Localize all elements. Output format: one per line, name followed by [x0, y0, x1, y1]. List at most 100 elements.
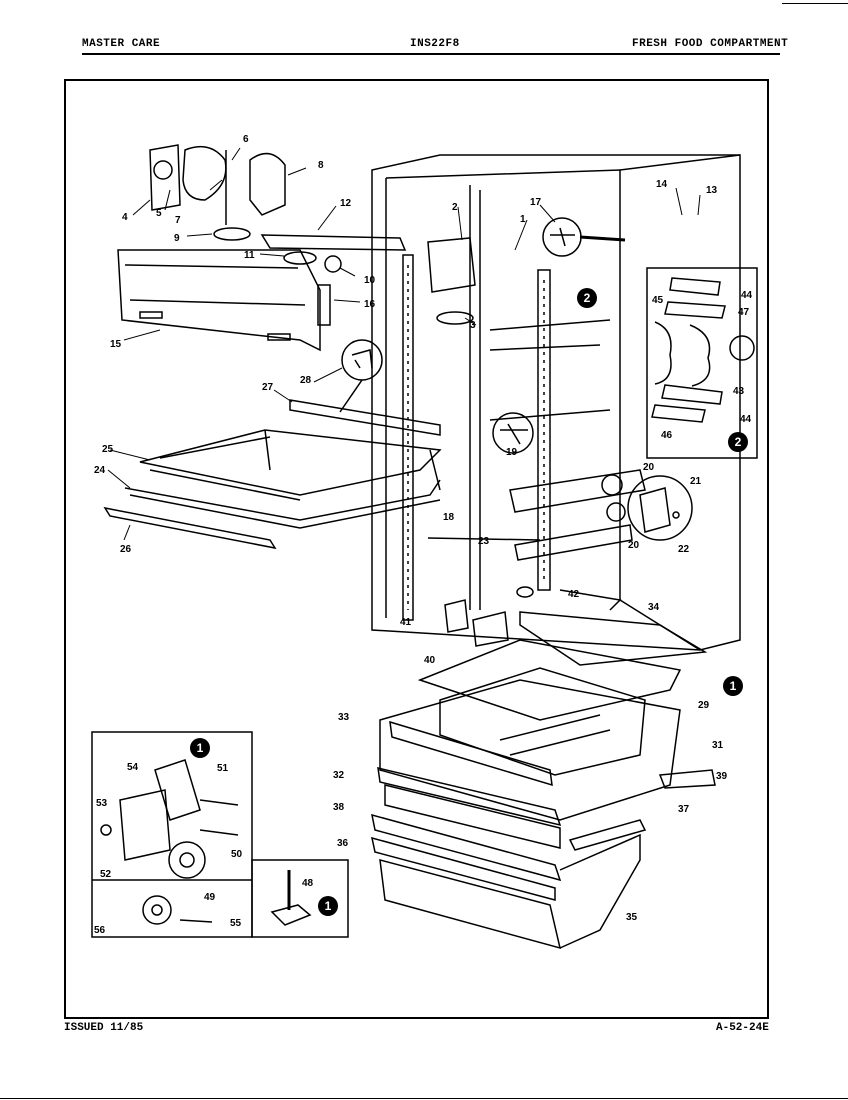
callout-1: 1	[318, 896, 338, 916]
detail-circle-21	[627, 475, 693, 541]
part-label-7: 7	[175, 215, 181, 226]
part-label-26: 26	[120, 544, 132, 555]
callout-1: 1	[190, 738, 210, 758]
part-label-20: 20	[628, 540, 640, 551]
lower-drawer	[371, 813, 641, 950]
part-label-4: 4	[122, 212, 128, 223]
part-label-11: 11	[244, 250, 255, 261]
part-label-9: 9	[174, 233, 180, 244]
part-label-12: 12	[340, 198, 352, 209]
footer-page-code: A-52-24E	[716, 1022, 769, 1034]
shelf-assembly	[103, 399, 442, 550]
part-label-17: 17	[530, 197, 542, 208]
footer-issue-date: ISSUED 11/85	[64, 1022, 144, 1034]
callout-1: 1	[723, 676, 743, 696]
callout-2: 2	[577, 288, 597, 308]
lower-supports	[444, 586, 622, 647]
part-label-38: 38	[333, 802, 345, 813]
svg-text:2: 2	[735, 435, 742, 449]
detail-circle-28	[339, 339, 383, 413]
part-label-37: 37	[678, 804, 690, 815]
svg-text:1: 1	[197, 741, 204, 755]
cabinet-liner	[371, 154, 741, 651]
part-label-8: 8	[318, 160, 324, 171]
light-shield	[117, 249, 331, 352]
part-label-25: 25	[102, 444, 114, 455]
part-label-35: 35	[626, 912, 638, 923]
part-label-5: 5	[156, 208, 162, 219]
part-label-50: 50	[231, 849, 243, 860]
part-label-42: 42	[568, 589, 580, 600]
part-label-51: 51	[217, 763, 229, 774]
leader-lines	[107, 147, 701, 541]
part-label-18: 18	[443, 512, 455, 523]
part-label-41: 41	[400, 617, 412, 628]
part-label-27: 27	[262, 382, 274, 393]
part-label-1: 1	[520, 214, 526, 225]
part-label-28: 28	[300, 375, 312, 386]
roller-assembly	[427, 469, 646, 561]
corner-rule	[782, 3, 848, 4]
part-label-21: 21	[690, 476, 702, 487]
diagram-frame	[64, 79, 769, 1019]
part-label-48: 48	[302, 878, 314, 889]
part-label-46: 46	[661, 430, 673, 441]
part-label-40: 40	[424, 655, 436, 666]
svg-text:1: 1	[730, 679, 737, 693]
shelf-rail	[402, 254, 414, 621]
part-label-44: 44	[741, 290, 753, 301]
part-label-23: 23	[478, 536, 490, 547]
part-label-15: 15	[110, 339, 122, 350]
part-label-54: 54	[127, 762, 139, 773]
control-housing	[149, 144, 286, 241]
part-label-20: 20	[643, 462, 655, 473]
part-label-31: 31	[712, 740, 724, 751]
roller-inset-panel	[91, 731, 253, 938]
part-label-39: 39	[716, 771, 728, 782]
leveler-inset-panel	[251, 859, 349, 938]
part-label-45: 45	[652, 295, 664, 306]
part-label-43: 43	[733, 386, 745, 397]
crisper-cover	[417, 611, 708, 721]
part-label-49: 49	[204, 892, 216, 903]
part-label-19: 19	[506, 447, 518, 458]
part-label-56: 56	[94, 925, 106, 936]
part-label-52: 52	[100, 869, 112, 880]
part-label-53: 53	[96, 798, 108, 809]
thermostat	[427, 237, 476, 325]
crisper-pan	[379, 667, 681, 821]
part-label-44: 44	[740, 414, 752, 425]
part-label-16: 16	[364, 299, 376, 310]
part-label-3: 3	[470, 320, 476, 331]
header-model: INS22F8	[410, 38, 460, 50]
part-label-36: 36	[337, 838, 349, 849]
part-label-29: 29	[698, 700, 710, 711]
part-label-34: 34	[648, 602, 660, 613]
light-bracket	[260, 234, 407, 273]
drawer-front	[377, 720, 716, 851]
part-label-55: 55	[230, 918, 242, 929]
part-label-33: 33	[338, 712, 350, 723]
part-label-6: 6	[243, 134, 249, 145]
part-label-22: 22	[678, 544, 690, 555]
header-brand: MASTER CARE	[82, 38, 161, 50]
bottom-rule	[0, 1098, 848, 1099]
svg-text:2: 2	[584, 291, 591, 305]
part-label-2: 2	[452, 202, 458, 213]
part-label-32: 32	[333, 770, 345, 781]
callout-2: 2	[728, 432, 748, 452]
header-rule	[82, 53, 780, 55]
part-label-10: 10	[364, 275, 376, 286]
hinge-inset-panel	[646, 267, 758, 459]
header-section: FRESH FOOD COMPARTMENT	[632, 38, 789, 50]
part-label-13: 13	[706, 185, 718, 196]
svg-text:1: 1	[325, 899, 332, 913]
part-label-47: 47	[738, 307, 750, 318]
part-label-14: 14	[656, 179, 668, 190]
shelf-rail-center	[537, 269, 551, 591]
detail-circle-17	[542, 217, 626, 257]
part-label-24: 24	[94, 465, 106, 476]
